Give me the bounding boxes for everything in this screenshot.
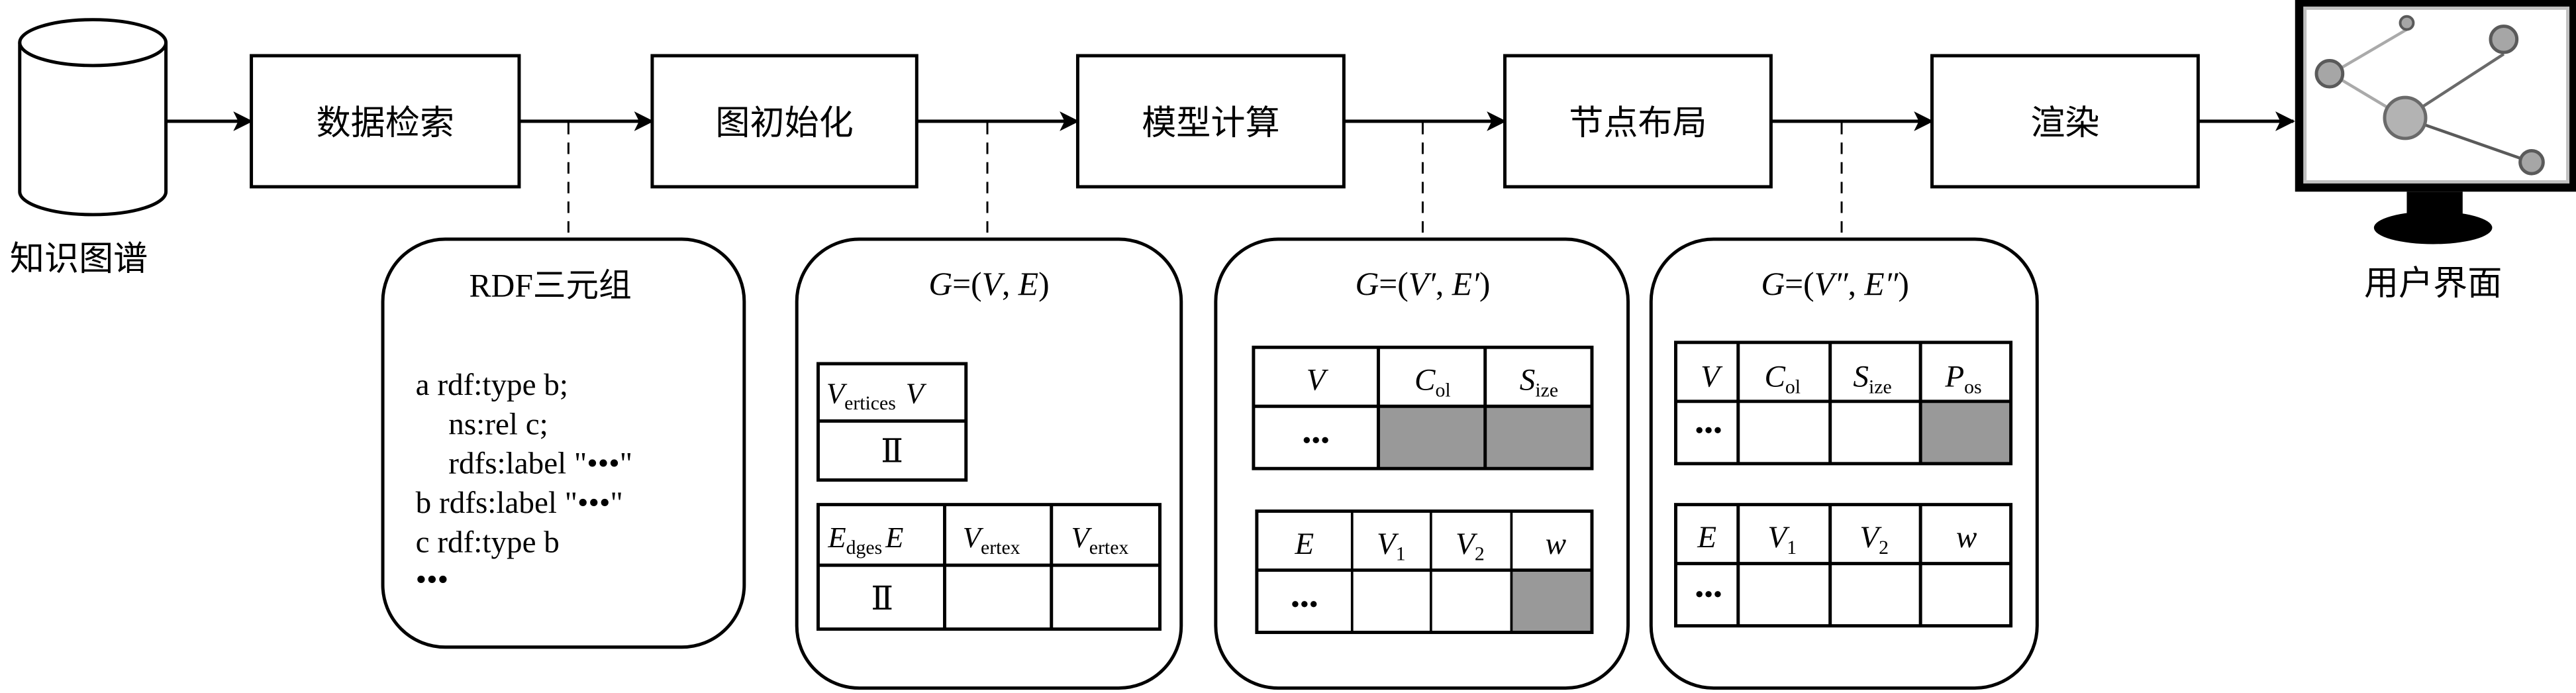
graph-node [2314, 59, 2345, 89]
graph-init-title: G=(V, E) [928, 266, 1049, 302]
stage-label: 渲染 [2030, 103, 2099, 143]
header-size: Size [1520, 363, 1558, 401]
source-label: 知识图谱 [10, 239, 148, 279]
header-w: w [1956, 520, 1977, 555]
rdf-line: rdfs:label "•••" [448, 447, 632, 481]
graph-node [2399, 15, 2415, 31]
monitor-graph-icon [2295, 0, 2576, 244]
header-w: w [1546, 527, 1567, 561]
header-v2: V2 [1859, 520, 1889, 559]
header-v: V [1701, 360, 1723, 394]
highlight-cell-size [1485, 406, 1592, 469]
edges-cell: Ⅱ [871, 580, 893, 617]
graph-node [2518, 149, 2545, 176]
stage-model: 模型计算 [1075, 54, 1346, 189]
header-v2: V2 [1456, 527, 1485, 565]
stage-retrieval: 数据检索 [250, 54, 521, 189]
header-col: Col [1414, 363, 1451, 401]
ellipsis-cell: ••• [1695, 416, 1722, 445]
layout-vertices-table: V Col Size Pos ••• [1674, 341, 2013, 466]
database-cylinder-icon [18, 18, 168, 217]
ellipsis-cell: ••• [1302, 426, 1330, 455]
graph-edge [2404, 116, 2532, 164]
vertex-header: Vertex [1071, 521, 1129, 559]
monitor-base [2373, 211, 2493, 244]
ellipsis-cell: ••• [1291, 590, 1318, 619]
vertex-header: Vertex [963, 521, 1020, 559]
highlight-cell-col [1378, 406, 1485, 469]
rdf-triples-panel: RDF三元组 a rdf:type b; ns:rel c; rdfs:labe… [381, 237, 746, 649]
header-col: Col [1764, 360, 1801, 398]
stage-label: 模型计算 [1142, 103, 1279, 143]
stage-layout: 节点布局 [1503, 54, 1773, 189]
rdf-line: c rdf:type b [416, 525, 560, 559]
graph-node [2489, 25, 2519, 54]
stage-label: 数据检索 [317, 103, 454, 143]
graph-node [2383, 95, 2428, 140]
highlight-cell-pos [1920, 401, 2011, 464]
monitor-neck [2406, 191, 2463, 215]
rdf-line: a rdf:type b; [416, 368, 568, 402]
rdf-line: ••• [416, 562, 449, 597]
header-e: E [1697, 520, 1716, 555]
stage-label: 节点布局 [1569, 103, 1707, 143]
header-size: Size [1853, 360, 1891, 398]
graph-layout-title: G=(V″, E″) [1761, 266, 1909, 302]
stage-render: 渲染 [1930, 54, 2200, 189]
layout-edges-table: E V1 V2 w ••• [1674, 503, 2013, 628]
header-v: V [1307, 363, 1329, 398]
graph-edge [2330, 28, 2408, 76]
vertices-cell: Ⅱ [881, 433, 903, 469]
header-pos: Pos [1944, 360, 1981, 398]
rdf-line: ns:rel c; [448, 407, 548, 441]
graph-layout-panel: G=(V″, E″) V Col Size Pos ••• E V1 V2 w … [1649, 237, 2039, 690]
rdf-line: b rdfs:label "•••" [416, 486, 623, 520]
header-v1: V1 [1377, 527, 1406, 565]
user-interface-output: 用户界面 [2295, 0, 2576, 303]
stage-init: 图初始化 [650, 54, 918, 189]
header-e: E [1294, 527, 1314, 561]
knowledge-graph-source: 知识图谱 [10, 18, 168, 279]
graph-model-title: G=(V′, E′) [1355, 266, 1490, 302]
rdf-title: RDF三元组 [469, 268, 631, 304]
model-edges-table: E V1 V2 w ••• [1255, 509, 1594, 634]
output-label: 用户界面 [2364, 264, 2502, 303]
graph-model-panel: G=(V′, E′) V Col Size ••• E V1 V2 w ••• [1214, 237, 1630, 690]
stage-label: 图初始化 [715, 103, 853, 143]
highlight-cell-w [1511, 570, 1592, 633]
ellipsis-cell: ••• [1695, 580, 1722, 609]
model-vertices-table: V Col Size ••• [1252, 345, 1594, 470]
header-v1: V1 [1767, 520, 1797, 559]
